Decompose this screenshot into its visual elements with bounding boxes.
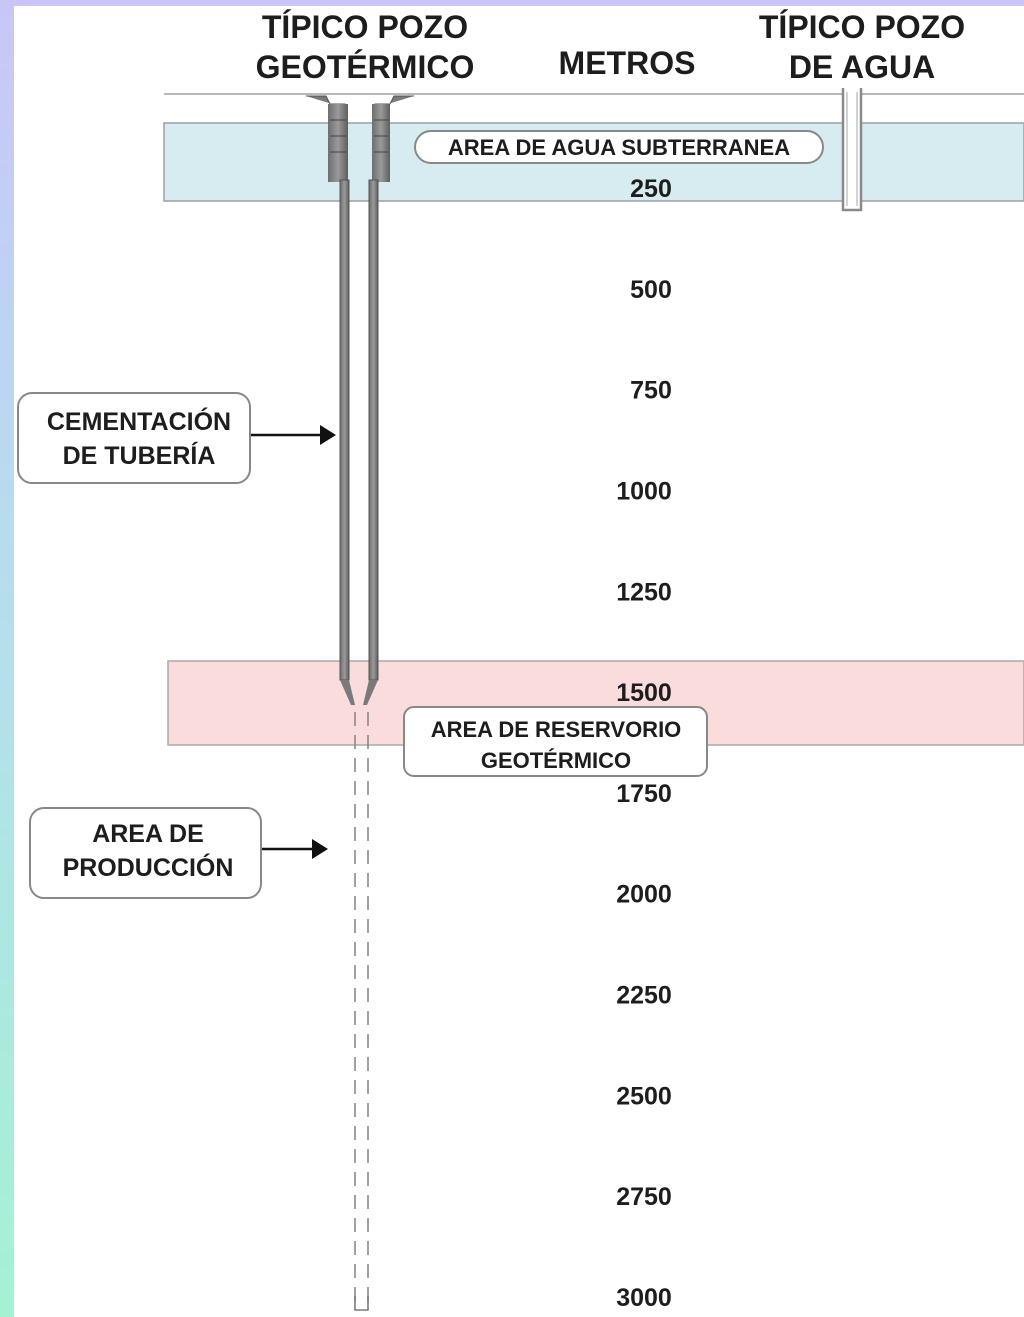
depth-label-1500: 1500 — [616, 679, 672, 707]
casing-callout-line2: DE TUBERÍA — [63, 441, 216, 470]
production-callout-line1: AREA DE — [92, 820, 204, 848]
wellhead — [306, 95, 414, 182]
depth-label-3000: 3000 — [616, 1284, 672, 1312]
depth-label-250: 250 — [630, 175, 672, 203]
header-geothermal-line1: TÍPICO POZO — [262, 9, 468, 45]
depth-scale: 250 500 750 1000 1250 1500 1750 2000 2250 2500 275… — [616, 175, 672, 1312]
production-callout-line2: PRODUCCIÓN — [63, 852, 234, 882]
header-geothermal-well: TÍPICO POZO GEOTÉRMICO — [256, 9, 475, 85]
header-water-well: TÍPICO POZO DE AGUA — [759, 9, 965, 85]
reservoir-label-line1: AREA DE RESERVORIO — [431, 717, 682, 742]
depth-label-1000: 1000 — [616, 478, 672, 506]
production-liner — [354, 712, 369, 1311]
depth-label-750: 750 — [630, 377, 672, 405]
reservoir-label-line2: GEOTÉRMICO — [481, 748, 631, 773]
depth-label-2250: 2250 — [616, 982, 672, 1010]
header-depth-unit: METROS — [559, 45, 696, 81]
reservoir-label-box — [403, 706, 708, 777]
production-arrow — [262, 839, 328, 859]
depth-label-2500: 2500 — [616, 1082, 672, 1110]
casing-callout-line1: CEMENTACIÓN — [47, 406, 231, 436]
header-water-line1: TÍPICO POZO — [759, 9, 965, 45]
depth-label-1250: 1250 — [616, 578, 672, 606]
header-water-line2: DE AGUA — [789, 49, 935, 85]
casing-pipe — [339, 179, 379, 705]
depth-label-2000: 2000 — [616, 881, 672, 909]
depth-label-500: 500 — [630, 276, 672, 304]
production-callout-box — [29, 807, 262, 899]
depth-label-2750: 2750 — [616, 1183, 672, 1211]
casing-arrow — [251, 425, 336, 445]
groundwater-label-box — [414, 130, 824, 164]
depth-label-1750: 1750 — [616, 780, 672, 808]
groundwater-label: AREA DE AGUA SUBTERRANEA — [448, 135, 790, 160]
header-geothermal-line2: GEOTÉRMICO — [256, 49, 475, 85]
casing-callout-box — [17, 392, 251, 484]
water-well — [841, 88, 863, 212]
